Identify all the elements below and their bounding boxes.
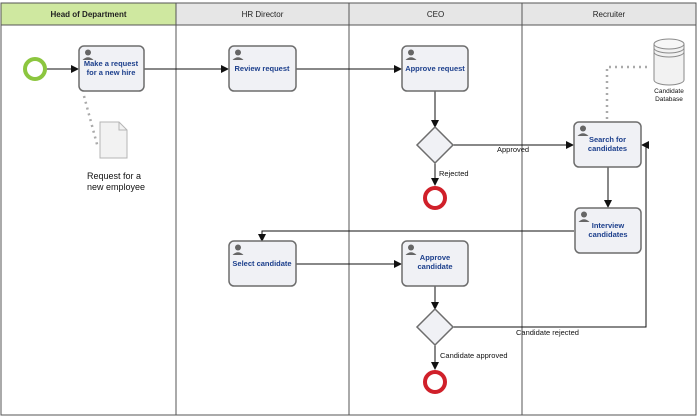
task-label-line: Select candidate [232, 259, 291, 268]
document-label-line: new employee [87, 182, 145, 192]
lane-header [521, 2, 697, 26]
task-label-line: Review request [234, 64, 290, 73]
task-search-candidates[interactable]: Search for candidates [573, 121, 642, 168]
lane-hr-director: HR Director [175, 2, 350, 26]
user-icon [232, 49, 244, 60]
task-label-line: Search for [589, 135, 626, 144]
user-icon [578, 211, 590, 222]
user-icon [405, 244, 417, 255]
database-artifact[interactable]: Candidate Database [653, 38, 685, 103]
lane-head-of-department: Head of Department [0, 2, 177, 26]
database-icon [653, 38, 685, 86]
flow-label-candidate-rejected: Candidate rejected [516, 328, 579, 337]
task-box[interactable] [401, 45, 469, 92]
task-label-line: Interview [592, 221, 625, 230]
task-box[interactable] [228, 240, 297, 287]
user-icon [232, 244, 244, 255]
task-box[interactable] [573, 121, 642, 168]
task-label-line: for a new hire [87, 68, 136, 77]
user-icon [82, 49, 94, 60]
task-label-line: Make a request [84, 59, 139, 68]
lane-title: Recruiter [593, 10, 626, 19]
task-label-line: candidates [588, 144, 627, 153]
task-review-request[interactable]: Review request [228, 45, 297, 92]
flow-label-candidate-approved: Candidate approved [440, 351, 508, 360]
start-event[interactable] [23, 57, 47, 81]
task-label-line: Approve request [405, 64, 465, 73]
task-make-request[interactable]: Make a request for a new hire [78, 45, 145, 92]
database-label-line: Database [655, 96, 683, 103]
flow-label-approved: Approved [497, 145, 529, 154]
gateway-request-decision[interactable] [415, 125, 455, 165]
end-event-rejected[interactable] [423, 186, 447, 210]
task-label-line: candidate [417, 262, 452, 271]
database-label-line: Candidate [654, 88, 684, 95]
sequence-flows [47, 65, 649, 370]
task-select-candidate[interactable]: Select candidate [228, 240, 297, 287]
lane-title: Head of Department [50, 10, 126, 19]
task-interview-candidates[interactable]: Interview candidates [574, 207, 642, 254]
gateway-candidate-decision[interactable] [415, 307, 455, 347]
document-icon [99, 121, 128, 159]
task-approve-request[interactable]: Approve request [401, 45, 469, 92]
document-artifact[interactable]: Request for a new employee [87, 121, 145, 192]
task-box[interactable] [574, 207, 642, 254]
document-fold [118, 122, 127, 131]
lane-recruiter: Recruiter [521, 2, 697, 26]
task-approve-candidate[interactable]: Approve candidate [401, 240, 469, 287]
flow-interview-to-select [258, 230, 574, 242]
lane-title: CEO [427, 10, 444, 19]
document-label-line: Request for a [87, 171, 141, 181]
flow-candidate-rejected [453, 141, 649, 328]
lane-title: HR Director [242, 10, 284, 19]
user-icon [577, 125, 589, 136]
end-event-approved[interactable] [423, 370, 447, 394]
lane-ceo: CEO [348, 2, 523, 26]
flow-label-rejected: Rejected [439, 169, 469, 178]
task-label-line: Approve [420, 253, 450, 262]
task-label-line: candidates [588, 230, 627, 239]
user-icon [405, 49, 417, 60]
task-box[interactable] [401, 240, 469, 287]
task-box[interactable] [228, 45, 297, 92]
task-box[interactable] [78, 45, 145, 92]
